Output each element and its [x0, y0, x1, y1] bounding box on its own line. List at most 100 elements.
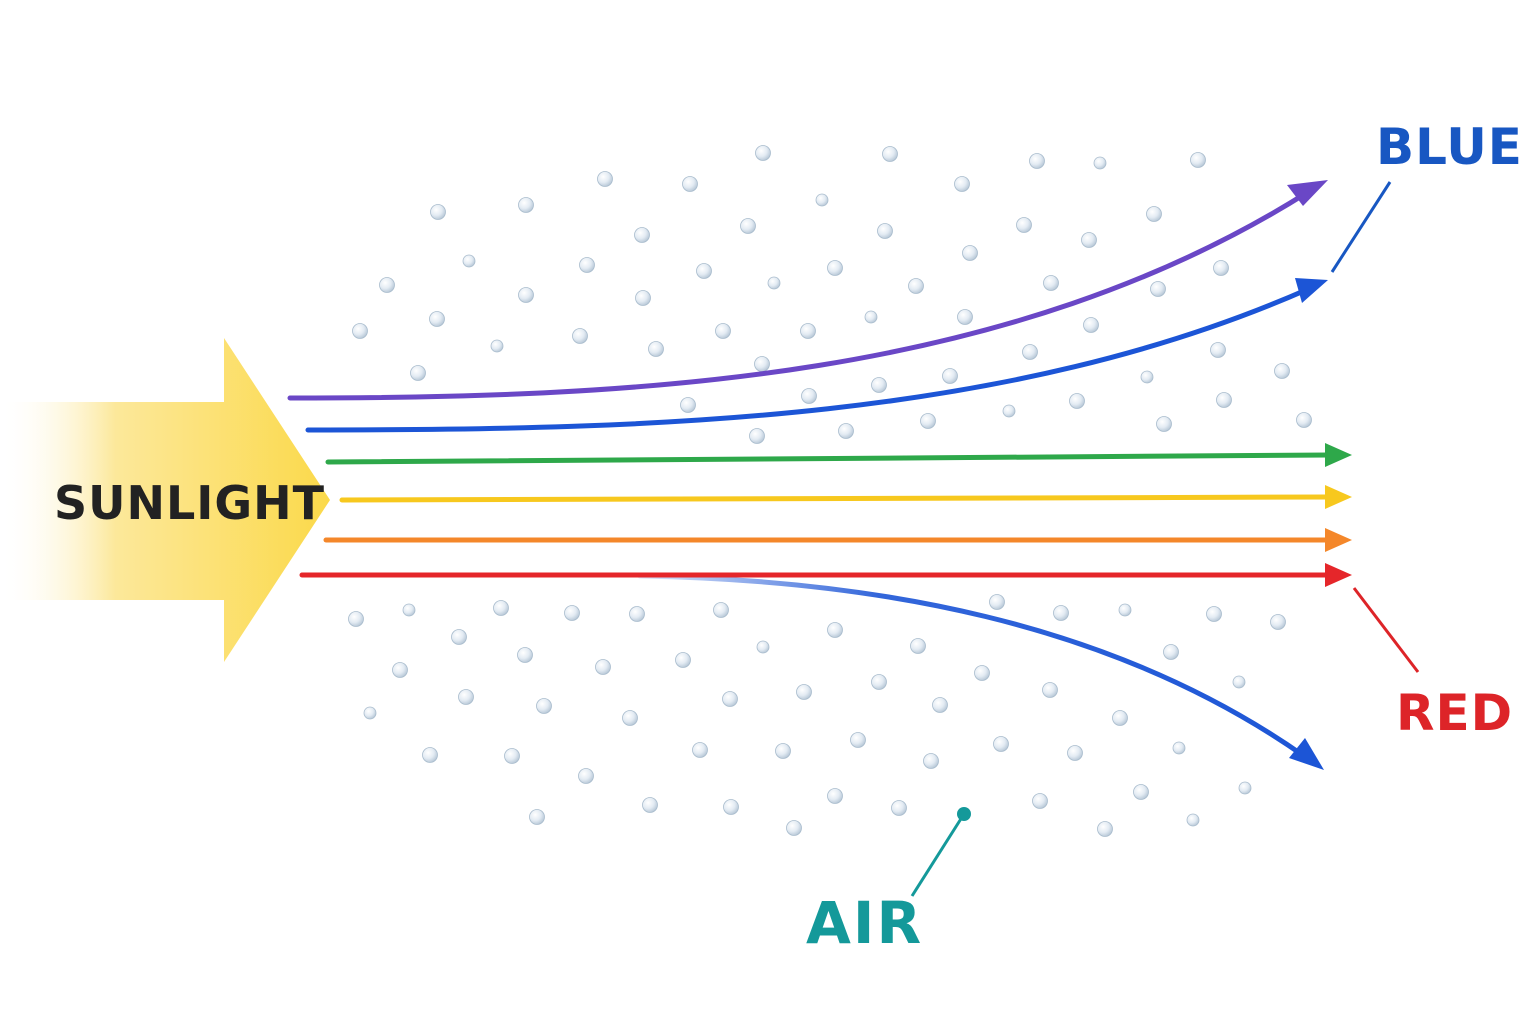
air-molecule-icon	[692, 742, 708, 758]
air-molecule-icon	[1146, 206, 1162, 222]
air-molecule-icon	[1140, 370, 1154, 384]
air-molecule-icon	[796, 684, 812, 700]
air-molecule-icon	[1270, 614, 1286, 630]
air-molecule-icon	[962, 245, 978, 261]
air-molecule-icon	[635, 290, 651, 306]
air-molecule-icon	[634, 227, 650, 243]
air-molecule-icon	[1118, 603, 1132, 617]
air-molecule-icon	[775, 743, 791, 759]
yellow-ray	[339, 494, 1333, 503]
air-molecule-icon	[1029, 153, 1045, 169]
blue-ray	[305, 287, 1309, 433]
air-molecule-icon	[957, 309, 973, 325]
air-molecule-icon	[1083, 317, 1099, 333]
air-molecule-icon	[1172, 741, 1186, 755]
air-molecule-icon	[1069, 393, 1085, 409]
air-molecule-icon	[871, 377, 887, 393]
air-molecule-icon	[1163, 644, 1179, 660]
air-leader-dot	[957, 807, 971, 821]
air-molecule-icon	[451, 629, 467, 645]
air-molecule-icon	[1210, 342, 1226, 358]
air-molecule-icon	[564, 605, 580, 621]
air-molecule-icon	[910, 638, 926, 654]
air-molecule-icon	[800, 323, 816, 339]
air-molecule-icon	[648, 341, 664, 357]
light-rays	[287, 180, 1352, 770]
air-molecule-icon	[348, 611, 364, 627]
air-molecule-icon	[518, 197, 534, 213]
air-molecule-icon	[518, 287, 534, 303]
sunlight-label: SUNLIGHT	[54, 476, 326, 530]
air-molecule-icon	[490, 339, 504, 353]
air-molecule-icon	[756, 640, 770, 654]
air-molecule-icon	[1150, 281, 1166, 297]
air-molecule-icon	[1206, 606, 1222, 622]
air-molecule-icon	[877, 223, 893, 239]
air-molecule-icon	[410, 365, 426, 381]
air-molecule-icon	[1133, 784, 1149, 800]
blue-label: BLUE	[1376, 118, 1523, 176]
air-molecule-icon	[352, 323, 368, 339]
air-molecule-icon	[597, 171, 613, 187]
air-molecule-icon	[1232, 675, 1246, 689]
air-molecule-icon	[1190, 152, 1206, 168]
red-label: RED	[1396, 684, 1514, 742]
green-ray-arrowhead-icon	[1325, 443, 1352, 467]
air-molecule-icon	[740, 218, 756, 234]
air-molecule-icon	[923, 753, 939, 769]
air-molecule-icon	[622, 710, 638, 726]
air-leader-line	[910, 813, 966, 897]
air-molecule-icon	[572, 328, 588, 344]
air-molecule-icon	[1186, 813, 1200, 827]
blue-leader-line	[1330, 181, 1392, 273]
air-molecule-icon	[1274, 363, 1290, 379]
air-molecule-icon	[493, 600, 509, 616]
air-molecule-icon	[680, 397, 696, 413]
air-molecule-icon	[675, 652, 691, 668]
air-molecule-icon	[1238, 781, 1252, 795]
air-molecule-icon	[722, 691, 738, 707]
air-molecule-icon	[974, 665, 990, 681]
air-molecule-icon	[579, 257, 595, 273]
air-molecules	[348, 145, 1312, 837]
red-ray-arrowhead-icon	[1325, 563, 1352, 587]
sunlight-arrow-icon	[0, 338, 330, 662]
air-molecule-icon	[942, 368, 958, 384]
label-leader-lines	[910, 181, 1420, 897]
air-molecule-icon	[504, 748, 520, 764]
air-molecule-icon	[642, 797, 658, 813]
air-molecule-icon	[1296, 412, 1312, 428]
air-molecule-icon	[827, 622, 843, 638]
air-molecule-icon	[908, 278, 924, 294]
air-molecule-icon	[1156, 416, 1172, 432]
air-molecule-icon	[363, 706, 377, 720]
air-molecule-icon	[1097, 821, 1113, 837]
scattered-blue-ray-arrowhead-icon	[1289, 738, 1324, 770]
air-molecule-icon	[786, 820, 802, 836]
air-molecule-icon	[429, 311, 445, 327]
air-molecule-icon	[422, 747, 438, 763]
air-molecule-icon	[815, 193, 829, 207]
air-molecule-icon	[402, 603, 416, 617]
blue-ray-arrowhead-icon	[1295, 278, 1328, 303]
air-molecule-icon	[932, 697, 948, 713]
air-molecule-icon	[578, 768, 594, 784]
air-molecule-icon	[993, 736, 1009, 752]
air-molecule-icon	[801, 388, 817, 404]
air-molecule-icon	[723, 799, 739, 815]
air-molecule-icon	[882, 146, 898, 162]
air-molecule-icon	[755, 145, 771, 161]
air-molecule-icon	[1081, 232, 1097, 248]
air-molecule-icon	[629, 606, 645, 622]
air-molecule-icon	[1022, 344, 1038, 360]
air-molecule-icon	[595, 659, 611, 675]
green-ray	[325, 452, 1333, 465]
air-molecule-icon	[749, 428, 765, 444]
air-molecule-icon	[850, 732, 866, 748]
air-molecule-icon	[529, 809, 545, 825]
air-molecule-icon	[1053, 605, 1069, 621]
air-molecule-icon	[864, 310, 878, 324]
air-molecule-icon	[392, 662, 408, 678]
air-molecule-icon	[1042, 682, 1058, 698]
